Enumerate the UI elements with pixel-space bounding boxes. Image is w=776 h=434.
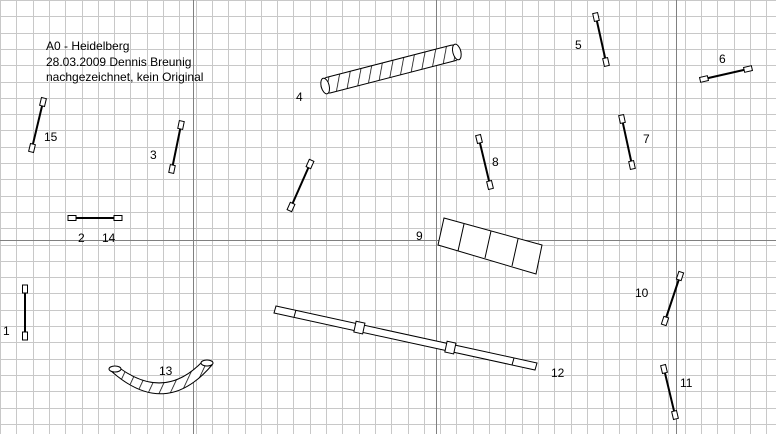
jump-wing [67, 215, 77, 221]
jump-11 [660, 363, 679, 421]
jump-bar [663, 368, 676, 416]
number-13: 13 [159, 364, 173, 378]
jumps [22, 11, 754, 421]
jump-wing [742, 65, 754, 73]
jump-wing [602, 56, 610, 68]
number-11: 11 [680, 376, 693, 390]
jump-1 [22, 284, 28, 341]
number-15: 15 [44, 130, 58, 144]
number-5: 5 [575, 38, 582, 52]
jump-bar [171, 124, 182, 170]
number-4: 4 [296, 90, 303, 104]
jump-bar [595, 16, 607, 63]
jump-wing [618, 113, 626, 125]
jump-wing [28, 142, 36, 154]
jump-wing [660, 363, 668, 375]
jump-wing [698, 75, 710, 83]
jump-wing [628, 159, 636, 171]
jump-wing [22, 284, 28, 294]
jump-wing [22, 331, 28, 341]
jump-wing [671, 409, 679, 421]
jump-wing [39, 96, 47, 108]
jump-10 [660, 270, 685, 327]
jump-wing [286, 201, 296, 213]
jump-wing [660, 315, 670, 327]
jump-wing [113, 215, 123, 221]
jump-wing [675, 270, 685, 282]
number-10: 10 [635, 286, 649, 300]
jump-wing [177, 119, 185, 131]
tunnel-13 [108, 359, 214, 395]
jump-bar [31, 101, 44, 149]
number-7: 7 [643, 132, 650, 146]
number-12: 12 [551, 366, 565, 380]
title-line-3: nachgezeichnet, kein Original [46, 70, 203, 84]
jump-wing [305, 158, 315, 170]
jump-bar [478, 138, 491, 186]
jump-bar [703, 68, 749, 80]
course-title: A0 - Heidelberg 28.03.2009 Dennis Breuni… [46, 39, 203, 84]
obstacle-numbers: 1 2 14 3 4 5 6 7 8 9 10 11 12 13 15 [3, 38, 726, 390]
jump-6 [698, 65, 754, 83]
tunnel-4 [320, 43, 462, 95]
title-line-1: A0 - Heidelberg [46, 39, 129, 53]
number-1: 1 [3, 324, 10, 338]
obstacle-9 [437, 217, 543, 275]
jump-bar [664, 275, 681, 322]
jump-wing [475, 133, 483, 145]
jump-8 [475, 133, 494, 191]
number-14: 14 [102, 231, 116, 245]
dog-walk-12 [273, 305, 538, 371]
number-2: 2 [78, 231, 85, 245]
jump-2-14 [67, 215, 123, 221]
number-3: 3 [150, 148, 157, 162]
jump-bar [621, 118, 633, 166]
jump-wing [486, 179, 494, 191]
number-8: 8 [492, 155, 499, 169]
jump-unnumbered [286, 158, 315, 213]
title-line-2: 28.03.2009 Dennis Breunig [46, 55, 191, 69]
jump-3 [168, 119, 185, 175]
jump-15 [28, 96, 47, 154]
jump-7 [618, 113, 636, 171]
jump-5 [592, 11, 610, 68]
jump-wing [592, 11, 600, 23]
number-9: 9 [416, 229, 423, 243]
jump-bar [290, 163, 311, 208]
number-6: 6 [719, 52, 726, 66]
jump-wing [168, 163, 176, 175]
